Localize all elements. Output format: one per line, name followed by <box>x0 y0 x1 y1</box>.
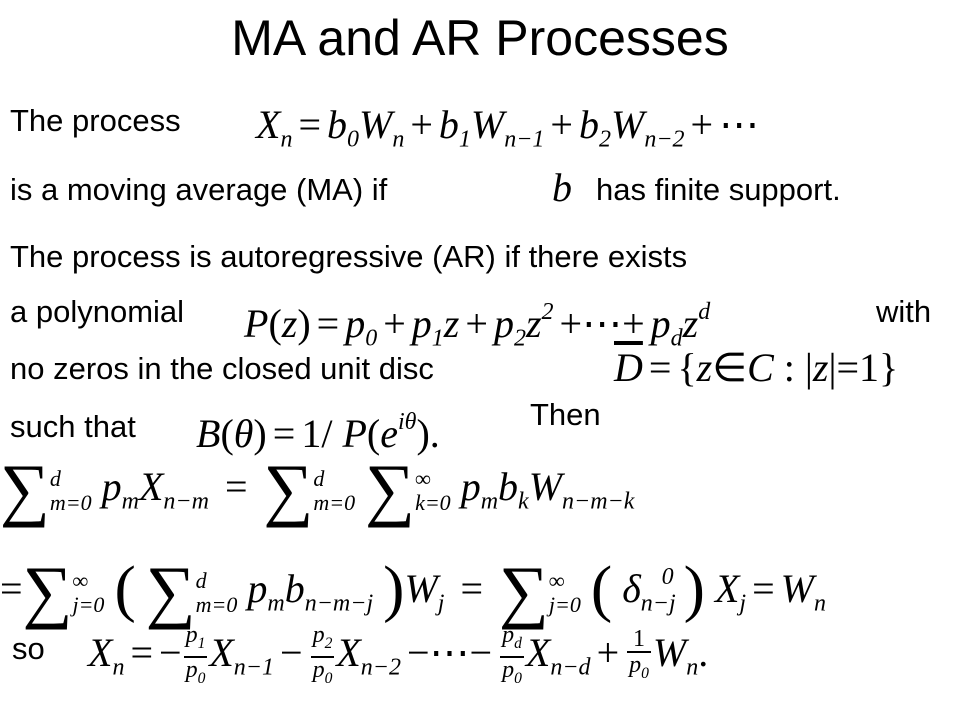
text-ar-definition: The process is autoregressive (AR) if th… <box>10 239 688 274</box>
text-the-process: The process <box>10 103 181 138</box>
equation-b-theta: B(θ)=1/ P(eiθ). <box>196 409 440 456</box>
text-finite-support: has finite support. <box>596 172 841 207</box>
slide-title: MA and AR Processes <box>231 10 729 66</box>
text-no-zeros: no zeros in the closed unit disc <box>10 351 434 386</box>
text-a-polynomial: a polynomial <box>10 294 185 329</box>
symbol-b: b <box>552 165 572 210</box>
text-ma-definition: is a moving average (MA) if <box>10 172 388 207</box>
equation-process-definition: Xn=b0Wn+b1Wn−1+b2Wn−2+⋯ <box>256 102 760 153</box>
equation-unit-disc: D={z∈C : |z|=1} <box>614 345 899 390</box>
text-then: Then <box>530 397 601 432</box>
equation-polynomial: P(z)=p0+p1z+p2z2+⋯+pdzd <box>244 299 711 352</box>
text-such-that: such that <box>10 409 136 444</box>
text-so: so <box>12 631 45 666</box>
text-with: with <box>876 294 932 329</box>
